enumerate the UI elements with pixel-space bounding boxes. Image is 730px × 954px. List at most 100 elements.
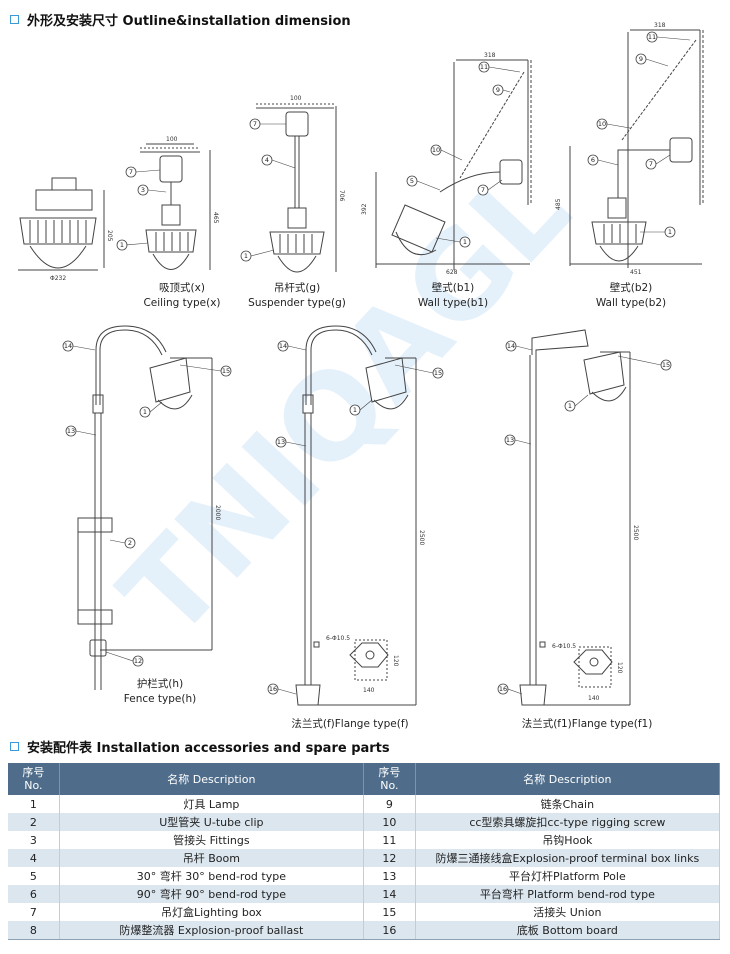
table-cell-number: 11 [363,831,416,849]
callout-16: 16 [497,683,523,695]
table-cell-number: 14 [363,885,416,903]
part-callouts: 1 7 3 7 4 1 11 9 10 5 7 1 11 9 10 6 7 1 … [62,31,691,695]
callout-9: 9 [635,53,669,67]
table-cell-number: 12 [363,849,416,867]
callout-13: 13 [275,436,307,448]
table-cell-number: 4 [8,849,60,867]
dimension-label: 6-Φ10.5 [552,643,576,650]
header-description: 名称 Description [415,763,721,795]
caption-cn: 法兰式(f)Flange type(f) [291,718,409,730]
dimension-label: 392 [361,203,368,215]
dimension-label: 140 [588,695,600,702]
dimension-label: 120 [392,655,399,667]
table-cell-number: 10 [363,813,416,831]
drawing-wall-type-b1 [375,59,532,270]
svg-text:10: 10 [432,146,440,154]
dimension-label: 2000 [214,505,221,520]
svg-text:1: 1 [353,406,357,414]
svg-text:1: 1 [463,238,467,246]
callout-4: 4 [261,154,296,169]
callout-1: 1 [435,236,471,248]
table-cell-description: 管接头 Fittings [59,831,364,849]
caption-en: Ceiling type(x) [143,297,221,309]
callout-10: 10 [596,118,631,130]
callout-11: 11 [646,31,691,43]
svg-text:13: 13 [277,438,285,446]
callout-1: 1 [139,401,163,418]
section-title-outline: 外形及安装尺寸 Outline&installation dimension [10,10,351,29]
header-no-cn: 序号 [378,766,401,779]
callout-14: 14 [62,340,96,352]
drawing-wall-type-b2 [569,29,704,268]
drawing-suspender-type [256,103,337,273]
drawing-fence-type [77,325,213,690]
table-cell-number: 6 [8,885,60,903]
table-cell-description: 防爆整流器 Explosion-proof ballast [59,921,364,940]
caption-en: Fence type(h) [123,693,197,705]
svg-text:12: 12 [134,657,142,665]
callout-15: 15 [179,364,232,377]
callout-14: 14 [505,340,533,352]
caption-cn: 护栏式(h) [136,678,184,690]
caption-wall-type-b1: 壁式(b1) Wall type(b1) [418,281,488,311]
svg-text:1: 1 [143,408,147,416]
svg-text:1: 1 [120,241,124,249]
svg-text:1: 1 [568,402,572,410]
table-cell-description: 平台灯杆Platform Pole [415,867,721,885]
svg-text:15: 15 [662,361,670,369]
section-title-outline-text: 外形及安装尺寸 Outline&installation dimension [27,14,351,29]
caption-en: Suspender type(g) [248,297,346,309]
caption-wall-type-b2: 壁式(b2) Wall type(b2) [596,281,666,311]
header-no-en: No. [24,779,43,792]
table-cell-description: 吊钩Hook [415,831,721,849]
caption-suspender-type: 吊杆式(g) Suspender type(g) [248,281,346,311]
dimension-label: 318 [484,52,496,59]
callout-9: 9 [492,84,511,96]
drawing-flange-type-f [295,325,417,706]
callout-10: 10 [430,144,463,161]
section-title-accessories: 安装配件表 Installation accessories and spare… [10,737,390,756]
square-bullet-icon [10,15,19,24]
svg-text:7: 7 [253,120,257,128]
watermark: TNIQAGL [94,140,595,663]
dimension-label: 2500 [632,525,639,540]
svg-text:9: 9 [496,86,500,94]
dimension-label: 485 [555,198,562,210]
callout-11: 11 [478,61,521,73]
drawing-flange-type-f1 [519,329,631,706]
callout-6: 6 [587,154,619,166]
table-cell-number: 5 [8,867,60,885]
callout-13: 13 [65,425,97,437]
svg-text:1: 1 [244,252,248,260]
table-cell-description: U型管夹 U-tube clip [59,813,364,831]
table-cell-description: 平台弯杆 Platform bend-rod type [415,885,721,903]
dimension-label: 6-Φ10.5 [326,635,350,642]
caption-en: Wall type(b1) [417,297,489,309]
square-bullet-icon [10,742,19,751]
callout-7: 7 [125,166,161,178]
callout-5: 5 [406,175,441,191]
table-cell-number: 13 [363,867,416,885]
table-cell-number: 15 [363,903,416,921]
svg-text:7: 7 [649,160,653,168]
installation-drawings: TNIQAGL 205 Φ232 100 465 100 [18,22,704,706]
svg-text:14: 14 [507,342,515,350]
dimension-label: 120 [616,662,623,674]
table-cell-description: 防爆三通接线盒Explosion-proof terminal box link… [415,849,721,867]
svg-text:7: 7 [481,186,485,194]
svg-text:9: 9 [639,55,643,63]
svg-text:4: 4 [265,156,269,164]
callout-12: 12 [105,651,144,667]
dimension-label: 100 [166,136,178,143]
caption-flange-type-f: 法兰式(f)Flange type(f) [291,717,408,732]
svg-text:15: 15 [434,369,442,377]
table-cell-number: 8 [8,921,60,940]
svg-text:2: 2 [128,539,132,547]
